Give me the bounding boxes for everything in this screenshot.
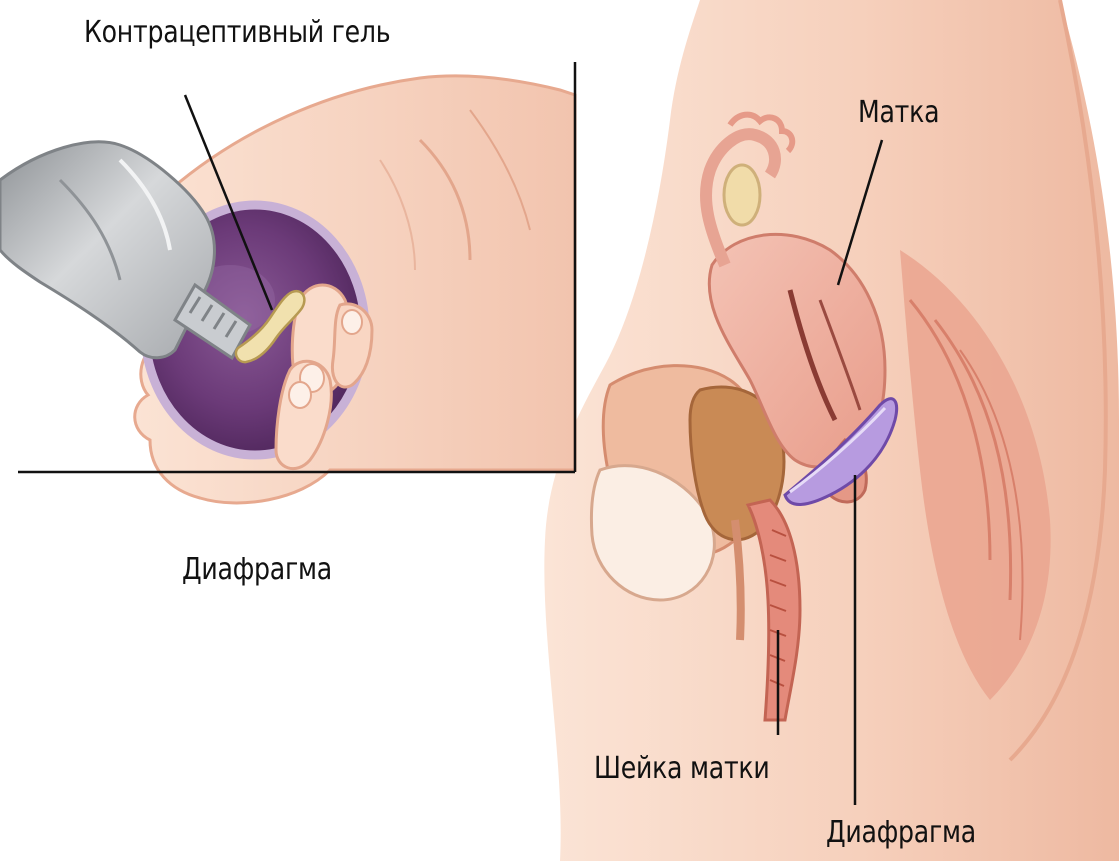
label-contraceptive-gel: Контрацептивный гель	[84, 18, 390, 48]
pelvic-cross-section	[544, 0, 1119, 861]
label-cervix: Шейка матки	[594, 754, 769, 784]
ovary	[724, 165, 760, 225]
fingernail-3	[342, 310, 362, 334]
fingernail-2	[289, 382, 311, 408]
inset-panel	[0, 60, 575, 503]
label-diaphragm-inserted: Диафрагма	[826, 818, 976, 848]
label-diaphragm-inset: Диафрагма	[182, 555, 332, 585]
label-uterus: Матка	[858, 98, 939, 128]
